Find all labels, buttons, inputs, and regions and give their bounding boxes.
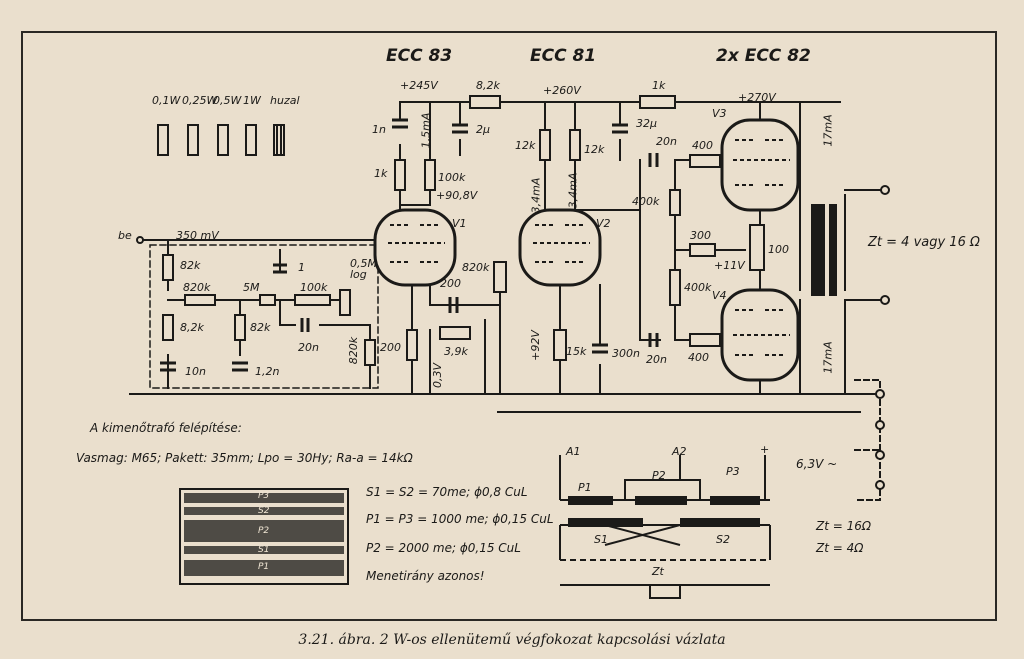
tube-title-v34: 2x ECC 82 <box>716 46 811 66</box>
label-i-15ma: 1,5mA <box>419 112 433 149</box>
label-i-3-4ma-b: 3,4mA <box>566 172 580 209</box>
tube-v1 <box>373 208 457 287</box>
supply-v1: +245V <box>400 79 438 92</box>
label-c-32u: 32µ <box>636 117 657 130</box>
v2-cathode-voltage: +92V <box>528 330 542 361</box>
layer-p1: P1 <box>258 562 270 572</box>
tube-v2 <box>518 208 602 287</box>
legend-res-1 <box>157 124 169 156</box>
label-i-3-4ma-a: 3,4mA <box>529 177 543 214</box>
label-i-17ma-a: 17mA <box>821 114 835 147</box>
layer-p3: P3 <box>258 491 270 501</box>
label-pot-log: 0,5M log <box>350 257 377 281</box>
label-r-5m: 5M <box>243 281 260 294</box>
wd-p1: P1 <box>578 481 592 494</box>
label-r-82k-b: 82k <box>250 321 271 334</box>
tube-title-v2: ECC 81 <box>530 46 597 66</box>
wd-s1: S1 <box>594 533 608 546</box>
legend-res-3 <box>217 124 229 156</box>
legend-res-5 <box>273 124 285 156</box>
wd-zt16: Zt = 16Ω <box>816 519 872 533</box>
label-r-100k-a: 100k <box>300 281 328 294</box>
winding-direction: Menetirány azonos! <box>366 569 485 583</box>
v1-cathode-voltage: 0,3V <box>431 362 445 389</box>
transformer-title: A kimenőtrafó felépítése: <box>90 421 242 435</box>
legend-label-4: 1W <box>243 94 261 107</box>
label-r-1k-a: 1k <box>374 167 388 180</box>
label-r-400-b: 400 <box>688 351 709 364</box>
label-r-15k: 15k <box>566 345 587 358</box>
legend-res-2 <box>187 124 199 156</box>
tube-v4 <box>720 288 800 382</box>
tube-label-v2: V2 <box>596 217 611 230</box>
label-r-300: 300 <box>690 229 711 242</box>
wd-zt: Zt <box>652 565 664 578</box>
wd-plus: + <box>760 443 770 456</box>
legend-label-3: 0,5W <box>213 94 242 107</box>
label-r-200-b: 200 <box>440 277 461 290</box>
tube-v3 <box>720 118 800 212</box>
label-r-12k-a: 12k <box>515 139 536 152</box>
label-r-820k-c: 820k <box>462 261 490 274</box>
input-level: 350 mV <box>176 229 219 242</box>
label-c-1-2n: 1,2n <box>255 365 280 378</box>
label-r-8-2k-b: 8,2k <box>476 79 500 92</box>
heater-label: 6,3V ~ <box>796 457 838 471</box>
label-c-2u: 2µ <box>476 123 490 136</box>
wd-s2: S2 <box>716 533 730 546</box>
input-label: be <box>118 229 132 242</box>
v1-anode-voltage: +90,8V <box>436 189 478 202</box>
label-r-82k-a: 82k <box>180 259 201 272</box>
label-c-1: 1 <box>298 261 305 274</box>
winding-s1s2: S1 = S2 = 70me; ϕ0,8 CuL <box>366 485 528 499</box>
label-c-300n: 300n <box>612 347 640 360</box>
label-i-17ma-b: 17mA <box>821 341 835 374</box>
label-r-1k-b: 1k <box>652 79 666 92</box>
label-r-100k-b: 100k <box>438 171 466 184</box>
transformer-spec: Vasmag: M65; Pakett: 35mm; Lpo = 30Hy; R… <box>76 451 413 465</box>
tube-label-v1: V1 <box>452 217 467 230</box>
label-r-200-a: 200 <box>380 341 401 354</box>
label-c-10n: 10n <box>185 365 206 378</box>
winding-p1p3: P1 = P3 = 1000 me; ϕ0,15 CuL <box>366 512 554 526</box>
wd-zt4: Zt = 4Ω <box>816 541 864 555</box>
wd-a1: A1 <box>566 445 581 458</box>
label-r-820k-b: 820k <box>347 336 361 365</box>
split-voltage: +11V <box>714 259 745 272</box>
wd-a2: A2 <box>672 445 687 458</box>
label-c-20n-c: 20n <box>646 353 667 366</box>
supply-v2: +260V <box>543 84 581 97</box>
winding-p2: P2 = 2000 me; ϕ0,15 CuL <box>366 541 521 555</box>
label-pot-100: 100 <box>768 243 789 256</box>
schematic-frame <box>21 31 997 621</box>
label-c-1n: 1n <box>372 123 386 136</box>
layer-s2: S2 <box>258 506 270 516</box>
tube-label-v3: V3 <box>712 107 727 120</box>
wd-p3: P3 <box>726 465 740 478</box>
label-c-20n-b: 20n <box>656 135 677 148</box>
load-label: Zt = 4 vagy 16 Ω <box>868 235 980 250</box>
label-r-820k-a: 820k <box>183 281 211 294</box>
label-r-400-a: 400 <box>692 139 713 152</box>
layer-p2: P2 <box>258 526 270 536</box>
figure-caption: 3.21. ábra. 2 W-os ellenütemű végfokozat… <box>298 632 726 648</box>
legend-label-1: 0,1W <box>152 94 181 107</box>
tube-label-v4: V4 <box>712 289 727 302</box>
tube-title-v1: ECC 83 <box>386 46 453 66</box>
legend-res-4 <box>245 124 257 156</box>
label-r-8-2k-a: 8,2k <box>180 321 204 334</box>
label-c-20n-a: 20n <box>298 341 319 354</box>
supply-v34: +270V <box>738 91 776 104</box>
layer-s1: S1 <box>258 545 270 555</box>
legend-label-5: huzal <box>270 94 300 107</box>
label-r-400k-b: 400k <box>684 281 712 294</box>
label-r-3-9k: 3,9k <box>444 345 468 358</box>
wd-p2: P2 <box>652 469 666 482</box>
label-r-12k-b: 12k <box>584 143 605 156</box>
label-r-400k-a: 400k <box>632 195 660 208</box>
legend-label-2: 0,25W <box>182 94 218 107</box>
